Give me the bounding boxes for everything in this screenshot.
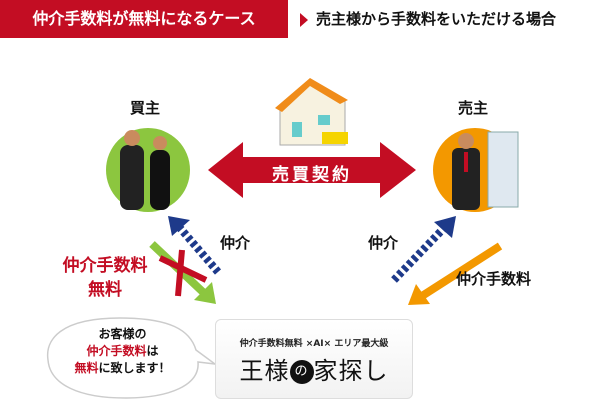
logo-box: 仲介手数料無料 ×AI× エリア最大級 王様の家探し (215, 319, 413, 399)
logo-name-a: 王様 (239, 357, 290, 385)
buyer-fee-line2: 無料 (88, 280, 122, 300)
house-icon (275, 78, 348, 146)
subtitle-text: 売主様から手数料をいただける場合 (316, 10, 557, 28)
buyer-fee-arrowhead (194, 282, 216, 304)
bubble-line2-rest: は (146, 344, 159, 358)
speech-bubble (46, 317, 218, 399)
bubble-free: 無料 (74, 361, 99, 375)
buyer-couple-icon (120, 130, 170, 210)
seller-intermediary-label: 仲介 (368, 234, 399, 252)
bubble-line1: お客様の (98, 327, 147, 341)
contract-double-arrow (208, 142, 416, 198)
bubble-text: お客様の 仲介手数料は 無料に致します！ (55, 326, 190, 377)
seller-fee-label: 仲介手数料 (456, 270, 532, 288)
crown-mark-icon: の (289, 360, 314, 384)
triangle-icon (300, 12, 308, 27)
logo-name-b: 家探し (313, 357, 389, 385)
buyer-fee-free: 仲介手数料無料 (50, 254, 160, 302)
header-subtitle: 売主様から手数料をいただける場合 (300, 0, 556, 38)
cross-icon (158, 249, 208, 297)
header-title: 仲介手数料が無料になるケース (0, 0, 288, 38)
bubble-line3: 無料に致します！ (55, 360, 190, 377)
bubble-line2: 仲介手数料は (55, 343, 190, 360)
seller-building-icon (452, 131, 519, 210)
bubble-fee: 仲介手数料 (86, 344, 147, 358)
buyer-label: 買主 (130, 99, 161, 117)
seller-fee-arrow (419, 242, 503, 300)
buyer-intermediary-label: 仲介 (220, 234, 251, 252)
contract-label: 売買契約 (272, 165, 352, 185)
seller-intermediary-arrow (391, 225, 447, 283)
bubble-line3-rest: に致します！ (98, 361, 171, 375)
buyer-intermediary-arrow (176, 225, 222, 275)
logo-name: 王様の家探し (216, 351, 412, 386)
seller-fee-arrowhead (408, 284, 430, 305)
logo-tagline: 仲介手数料無料 ×AI× エリア最大級 (239, 339, 389, 349)
buyer-circle (106, 128, 190, 212)
seller-intermediary-arrowhead (434, 216, 456, 238)
buyer-intermediary-arrowhead (168, 216, 190, 236)
seller-label: 売主 (458, 99, 489, 117)
buyer-fee-line1: 仲介手数料 (62, 256, 148, 276)
